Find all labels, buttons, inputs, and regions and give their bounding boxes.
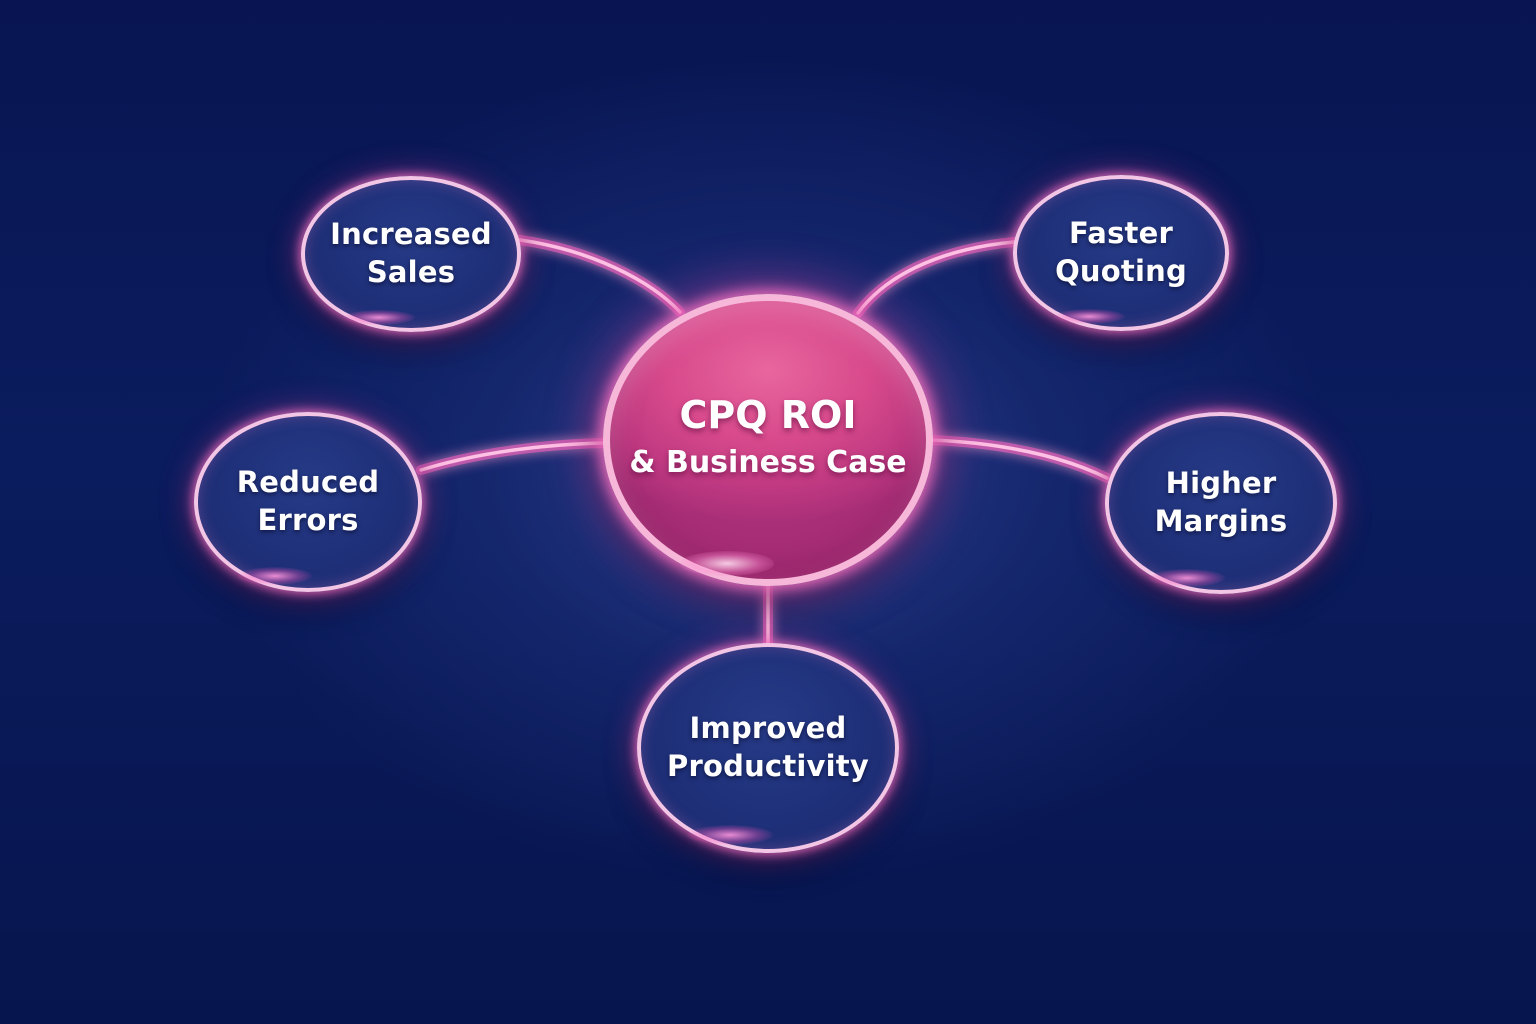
central-node-title: CPQ ROI	[679, 393, 857, 438]
central-node-cpq-roi[interactable]: CPQ ROI & Business Case	[603, 294, 933, 586]
central-node-subtitle: & Business Case	[629, 444, 907, 480]
node-label-line1: Faster	[1069, 216, 1173, 251]
node-label-line1: Increased	[330, 217, 492, 252]
node-label-line1: Reduced	[236, 465, 380, 500]
node-label-line2: Sales	[366, 255, 456, 289]
connector-increased-sales	[515, 235, 685, 317]
connector-faster-quoting	[853, 237, 1019, 318]
node-higher-margins[interactable]: Higher Margins	[1105, 412, 1337, 594]
node-label-line1: Improved	[689, 711, 847, 746]
node-faster-quoting[interactable]: Faster Quoting	[1013, 175, 1229, 331]
node-label-line1: Higher	[1165, 466, 1277, 501]
node-reduced-errors[interactable]: Reduced Errors	[194, 412, 422, 592]
node-label-line2: Quoting	[1055, 254, 1187, 288]
node-label-line2: Margins	[1154, 504, 1288, 538]
node-increased-sales[interactable]: Increased Sales	[301, 176, 521, 332]
node-label-line2: Errors	[257, 503, 359, 537]
connector-higher-margins	[927, 435, 1112, 483]
connector-reduced-errors	[416, 438, 608, 475]
node-label-line2: Productivity	[667, 749, 869, 783]
node-improved-productivity[interactable]: Improved Productivity	[637, 643, 899, 853]
